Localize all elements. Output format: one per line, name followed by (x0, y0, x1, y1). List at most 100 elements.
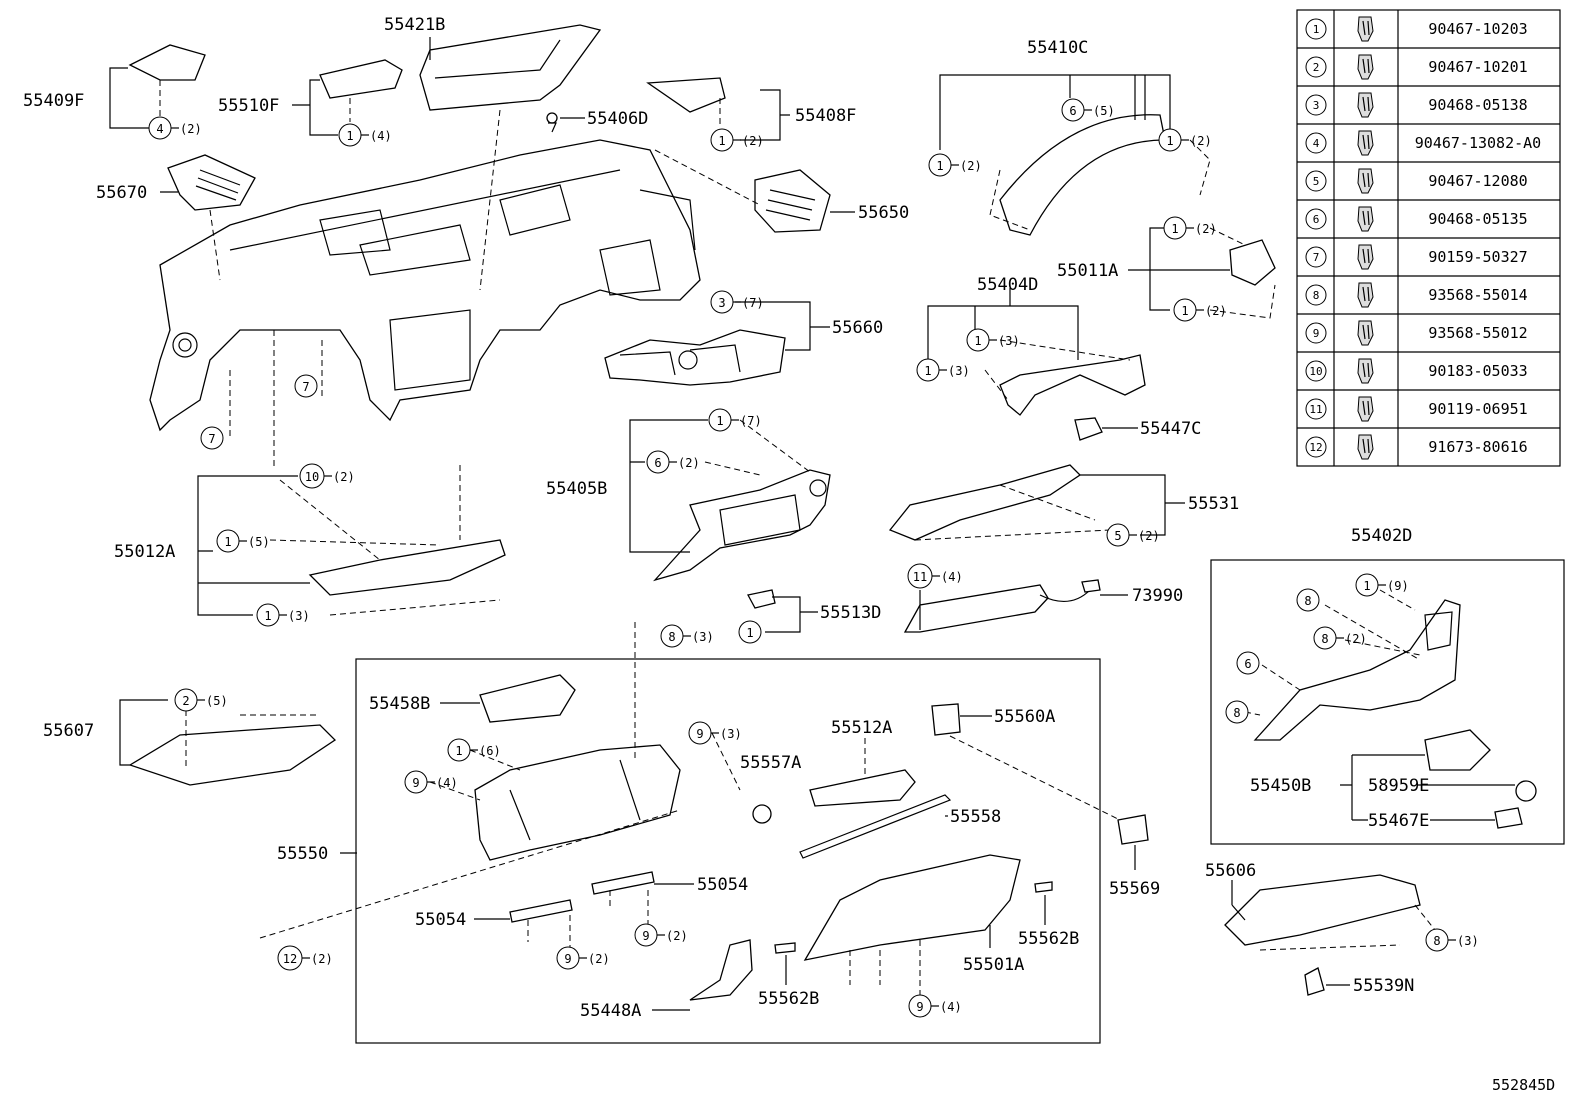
parts-table-part-number: 93568-55014 (1428, 286, 1527, 304)
parts-table-ref-no: 2 (1313, 61, 1320, 74)
callout-c8a: 8 (1296, 588, 1320, 612)
label-55560a: 55560A (994, 707, 1055, 727)
callout-c1-9: 1(9) (1355, 573, 1409, 597)
part-55421b-sketch (419, 24, 602, 111)
fastener-clip-icon (1357, 244, 1374, 270)
callout-c1-4: 1(4) (338, 123, 392, 147)
callout-c3-7: 3(7) (710, 290, 764, 314)
fastener-clip-icon (1357, 54, 1374, 80)
label-73990: 73990 (1132, 586, 1183, 606)
callout-c2-5: 2(5) (174, 688, 228, 712)
callout-circle (1305, 284, 1327, 306)
callout-quantity: (2) (588, 952, 610, 966)
part-55569-sketch (1117, 814, 1149, 845)
label-55670: 55670 (96, 183, 147, 203)
part-55531-sketch (888, 464, 1082, 541)
callout-ref-no: 2 (182, 694, 189, 708)
label-55569: 55569 (1109, 879, 1160, 899)
callout-c8-2: 8(2) (1313, 626, 1367, 650)
callout-c9-2a: 9(2) (556, 946, 610, 970)
part-55539n-sketch (1304, 967, 1325, 996)
callout-quantity: (5) (1093, 104, 1115, 118)
parts-table-part-number: 90467-12080 (1428, 172, 1527, 190)
callout-ref-no: 1 (974, 334, 981, 348)
callout-quantity: (4) (941, 570, 963, 584)
parts-table-part-number: 90468-05138 (1428, 96, 1527, 114)
callout-circle (1305, 170, 1327, 192)
callout-quantity: (2) (311, 952, 333, 966)
callout-quantity: (3) (998, 334, 1020, 348)
part-55650-sketch (754, 169, 831, 233)
label-55408f: 55408F (795, 106, 856, 126)
label-55607: 55607 (43, 721, 94, 741)
callout-quantity: (3) (288, 609, 310, 623)
label-55405b: 55405B (546, 479, 607, 499)
callout-c9-2b: 9(2) (634, 923, 688, 947)
callout-c1-2a: 1(2) (710, 128, 764, 152)
part-55670-sketch (167, 154, 256, 211)
fastener-clip-icon (1357, 130, 1374, 156)
callout-quantity: (2) (180, 122, 202, 136)
fastener-clip-icon (1357, 434, 1374, 460)
callout-ref-no: 7 (208, 432, 215, 446)
callout-c1-7: 1(7) (708, 408, 762, 432)
label-55404d: 55404D (977, 275, 1038, 295)
callout-c7a: 7 (294, 374, 318, 398)
callout-c9-4b: 9(4) (908, 994, 962, 1018)
callout-quantity: (2) (1195, 222, 1217, 236)
callout-ref-no: 1 (924, 364, 931, 378)
callout-c9-4a: 9(4) (404, 770, 458, 794)
label-55558: 55558 (950, 807, 1001, 827)
callout-ref-no: 6 (1069, 104, 1076, 118)
label-55406d: 55406D (587, 109, 648, 129)
callout-c7b: 7 (200, 426, 224, 450)
label-55550: 55550 (277, 844, 328, 864)
parts-table-ref-no: 5 (1313, 175, 1320, 188)
label-55539n: 55539N (1353, 976, 1414, 996)
callout-circle (1305, 18, 1327, 40)
label-55011a: 55011A (1057, 261, 1118, 281)
callout-quantity: (3) (720, 727, 742, 741)
callout-ref-no: 1 (936, 159, 943, 173)
part-55405b-sketch (653, 469, 831, 582)
callout-c8b: 8 (1225, 700, 1249, 724)
label-55660: 55660 (832, 318, 883, 338)
parts-table-row: 2 90467-10201 (1305, 54, 1528, 80)
callout-c4-2: 4 (2) (148, 116, 202, 140)
parts-table-row: 5 90467-12080 (1305, 168, 1528, 194)
callout-c1-2b: 1(2) (1158, 128, 1212, 152)
callout-ref-no: 1 (716, 414, 723, 428)
fastener-clip-icon (1357, 358, 1374, 384)
parts-table-part-number: 90468-05135 (1428, 210, 1527, 228)
part-55409f-sketch (128, 44, 206, 81)
callout-ref-no: 10 (305, 470, 319, 484)
label-55458b: 55458B (369, 694, 430, 714)
callout-ref-no: 1 (346, 129, 353, 143)
part-55513d-sketch (747, 589, 776, 609)
part-55510f-sketch (319, 59, 403, 99)
callout-ref-no: 8 (1433, 934, 1440, 948)
parts-table-ref-no: 1 (1313, 23, 1320, 36)
callout-ref-no: 6 (654, 456, 661, 470)
fastener-clip-icon (1357, 168, 1374, 194)
part-55606-sketch (1224, 874, 1421, 946)
label-55012a: 55012A (114, 542, 175, 562)
leader-lines (109, 37, 1515, 1011)
parts-table-part-number: 90159-50327 (1428, 248, 1527, 266)
callout-ref-no: 1 (746, 626, 753, 640)
part-55447c-sketch (1074, 417, 1103, 441)
callouts: 4(2)1(4)1(2)6(5)1(2)1(2)1(2)1(2)3(7)1(3)… (148, 98, 1479, 1018)
parts-table-part-number: 90467-10201 (1428, 58, 1527, 76)
callout-ref-no: 9 (916, 1000, 923, 1014)
parts-table-ref-no: 8 (1313, 289, 1320, 302)
callout-c11-4: 11(4) (907, 563, 963, 589)
parts-table-part-number: 93568-55012 (1428, 324, 1527, 342)
parts-table-part-number: 90467-10203 (1428, 20, 1527, 38)
callout-ref-no: 4 (156, 122, 163, 136)
